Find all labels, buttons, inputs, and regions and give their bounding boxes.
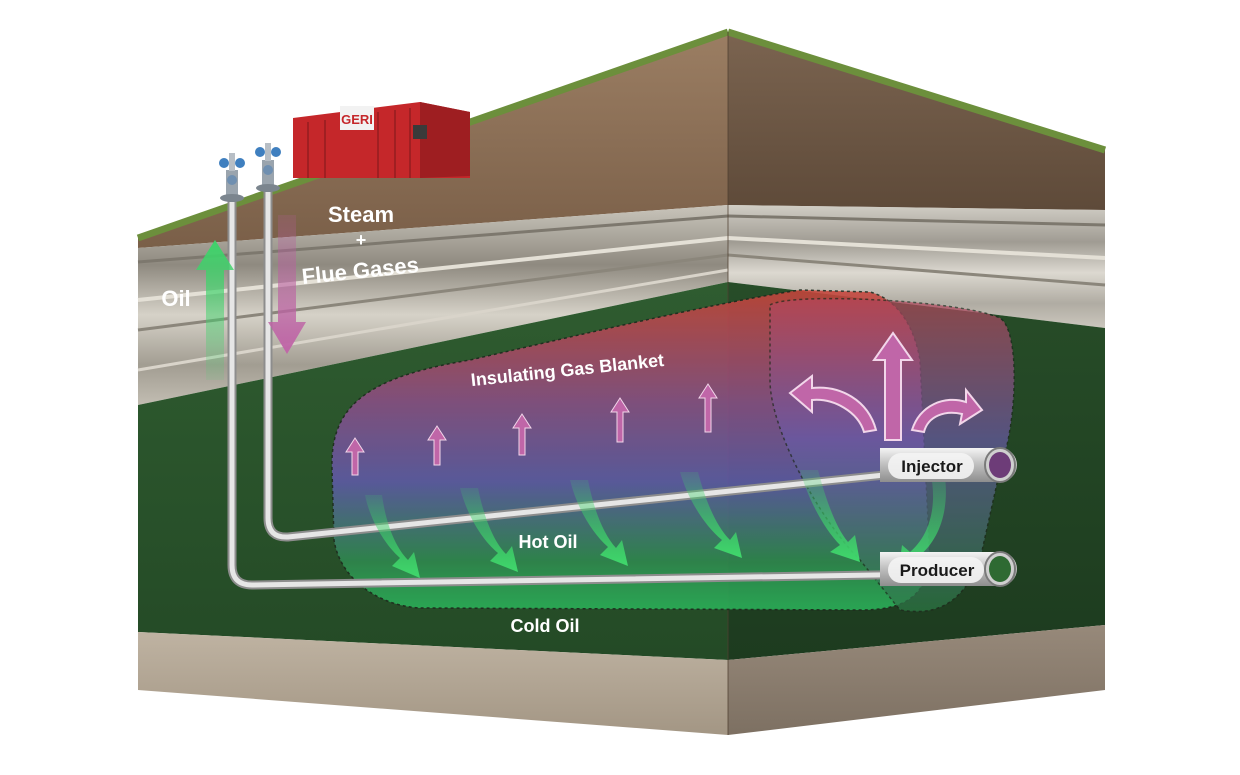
draining-oil-arrows [365,470,946,578]
facility-logo: GERI [341,112,373,127]
hot-oil-label: Hot Oil [519,532,578,552]
cold-oil-label: Cold Oil [511,616,580,636]
topsoil-side [728,32,1105,210]
producer-well-path [227,195,1001,590]
oil-label: Oil [161,286,190,311]
bedrock-side [728,625,1105,735]
chamber-end-arrows [788,331,984,441]
steam-generator-building-icon: GERI [293,102,470,178]
wellhead-valve-icon [255,143,281,192]
producer-pipe [880,551,1017,587]
bedrock-front [138,632,728,735]
injector-pipe [880,447,1017,483]
grass-edge-side [726,28,1107,154]
steam-label: Steam [328,202,394,227]
wellhead-valve-icon [219,153,245,202]
plus-label: + [356,230,367,250]
rock-strata-side [728,205,1105,328]
injector-well-path [263,185,1001,542]
injector-label: Injector [901,457,963,476]
oil-up-arrow [196,240,234,380]
producer-label: Producer [900,561,975,580]
steam-down-arrow [268,215,306,354]
rising-gas-arrows [345,383,718,476]
